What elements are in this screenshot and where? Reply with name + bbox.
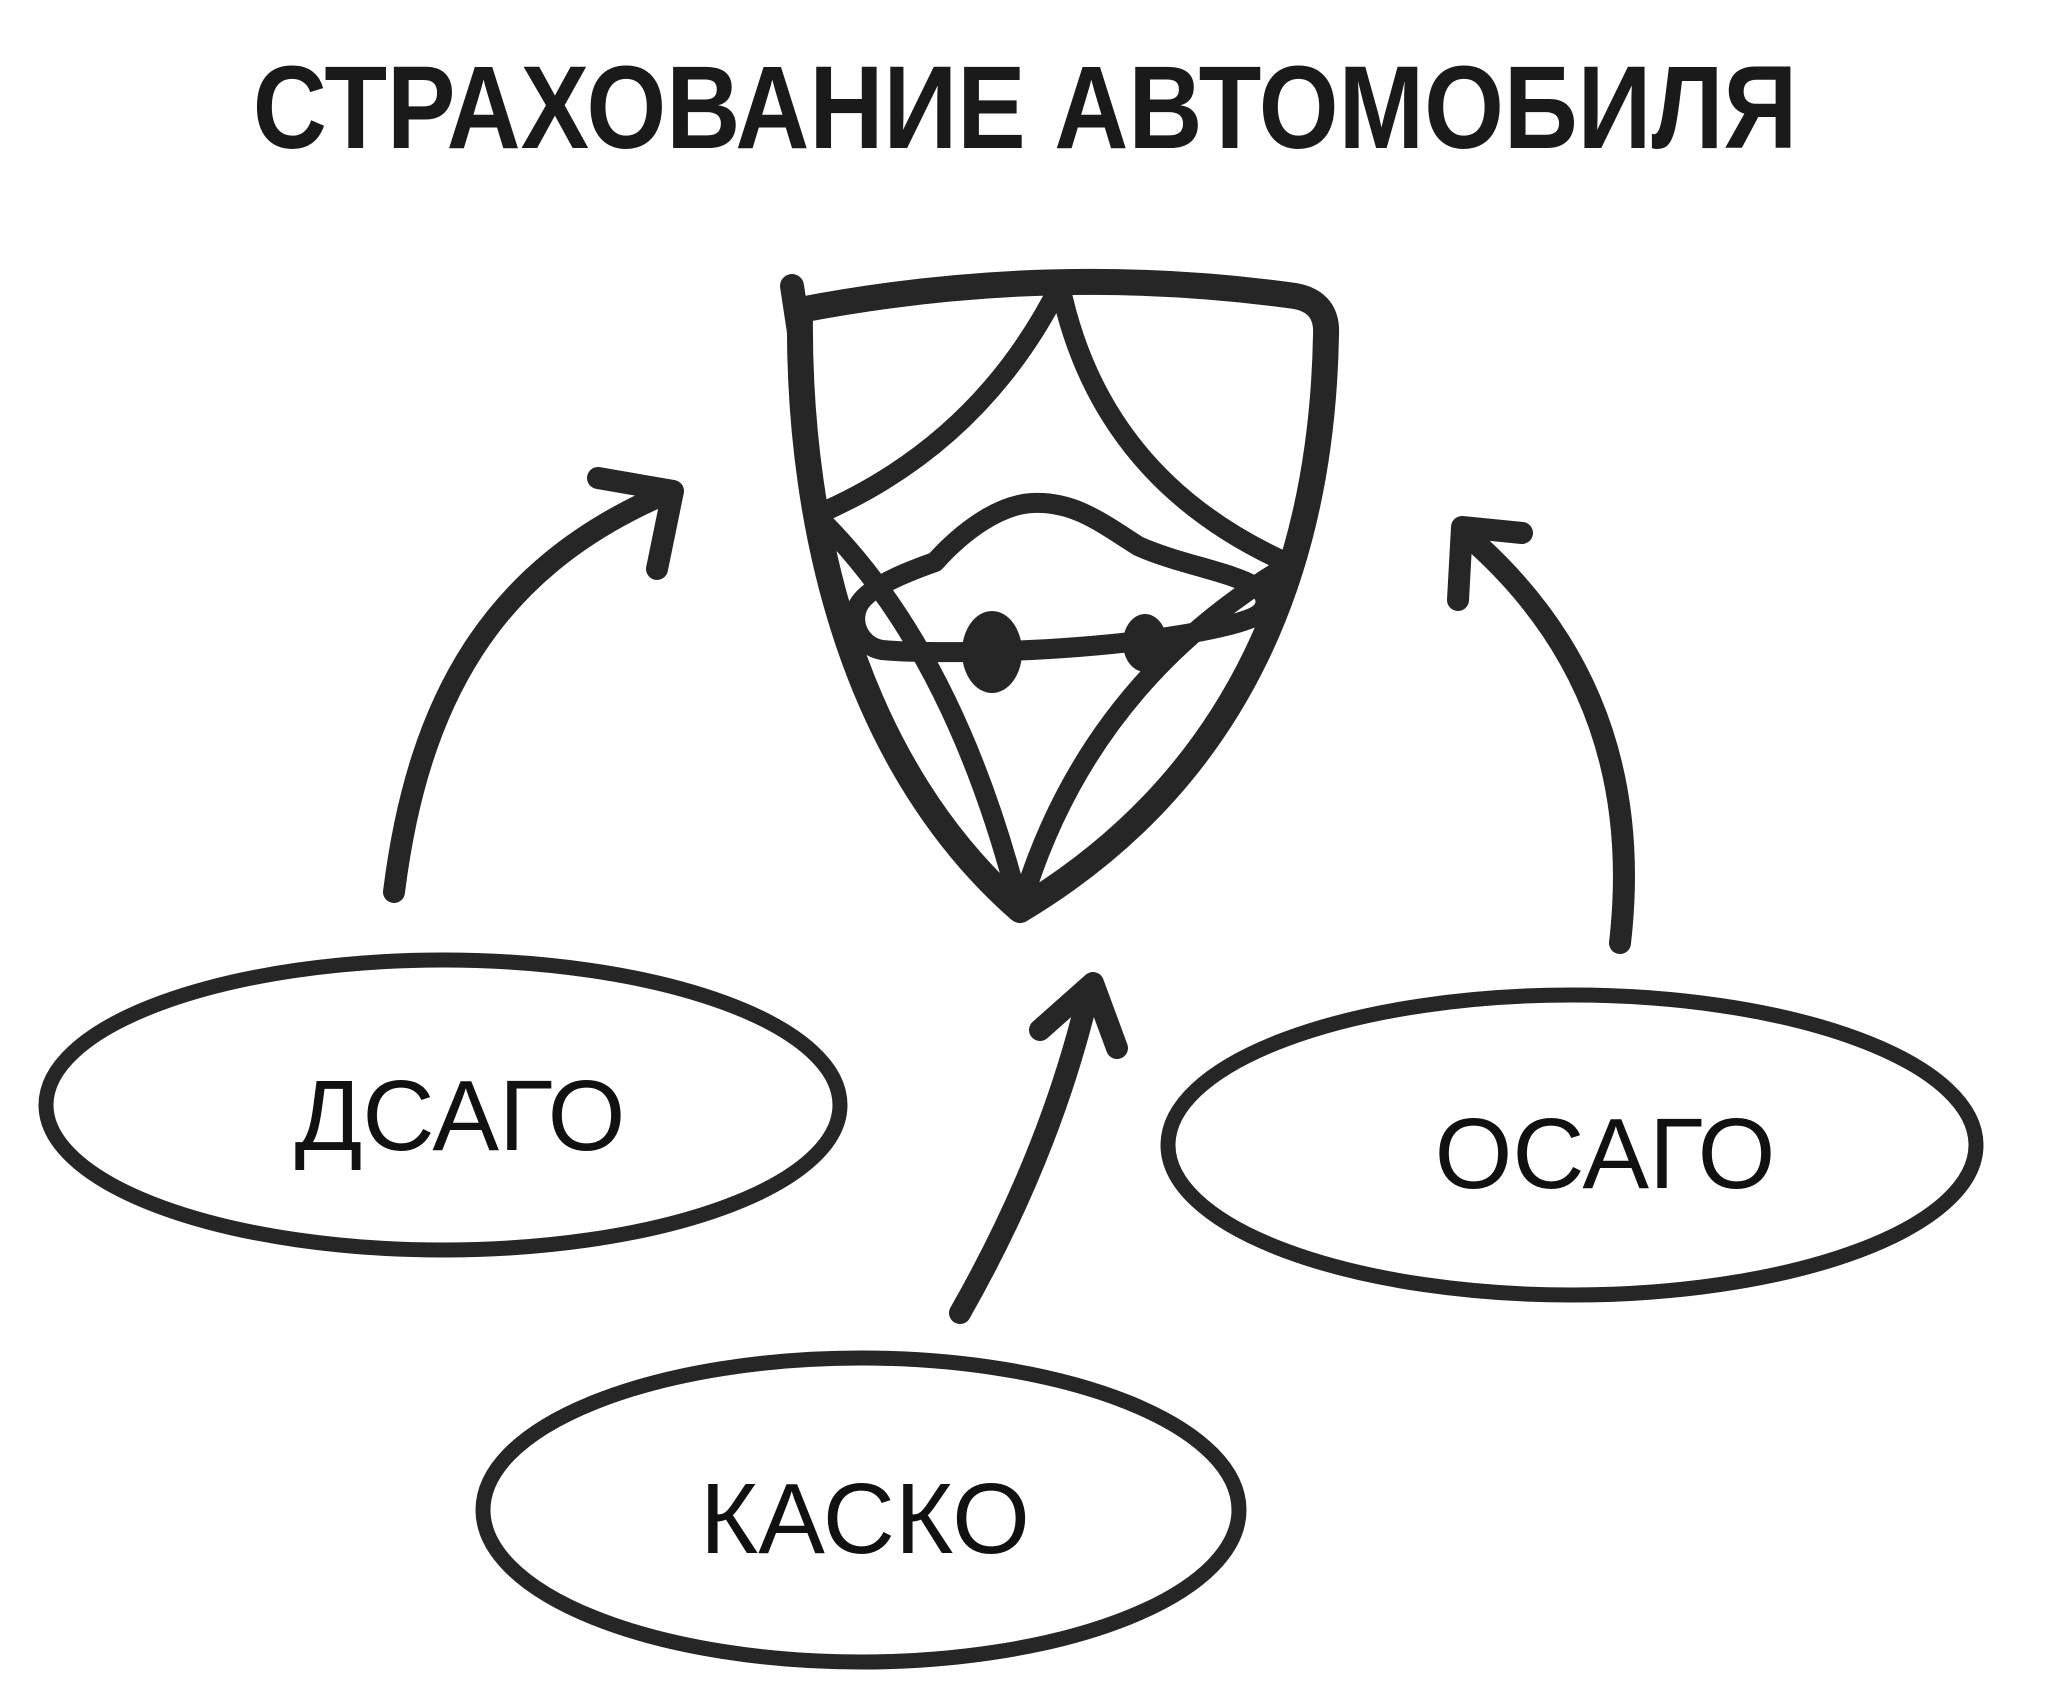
car-front-wheel: [1123, 614, 1167, 672]
arrow-osago-head-icon: [1447, 516, 1533, 611]
arrow-dsago-head-icon: [587, 467, 684, 580]
shield-stroke-nub: [780, 274, 811, 344]
car-icon: [845, 492, 1276, 663]
arrows: [383, 467, 1635, 1324]
node-dsago-label: ДСАГО: [295, 1060, 626, 1172]
arrow-kasko-line: [949, 984, 1099, 1324]
arrow-kasko-head-icon: [1029, 972, 1128, 1059]
arrow-osago-to-shield: [1447, 516, 1635, 954]
node-osago: ОСАГО: [1160, 987, 1984, 1303]
node-kasko-ellipse: [475, 1350, 1247, 1670]
nodes: ДСАГО ОСАГО КАСКО: [38, 952, 1984, 1670]
shield-with-car-icon: [780, 268, 1340, 923]
node-kasko: КАСКО: [475, 1350, 1247, 1670]
shield-star-panel: [806, 275, 1300, 920]
node-dsago-ellipse: [38, 952, 848, 1258]
arrow-kasko-to-shield: [949, 972, 1128, 1324]
page-title-group: СТРАХОВАНИЕ АВТОМОБИЛЯ: [253, 42, 1798, 173]
node-osago-ellipse: [1160, 987, 1984, 1303]
node-osago-label: ОСАГО: [1435, 1098, 1776, 1210]
arrow-osago-line: [1467, 534, 1635, 954]
arrow-dsago-line: [383, 485, 671, 903]
page-title: СТРАХОВАНИЕ АВТОМОБИЛЯ: [253, 42, 1798, 173]
arrow-dsago-to-shield: [383, 467, 684, 903]
node-kasko-label: КАСКО: [700, 1463, 1030, 1575]
car-rear-wheel: [962, 611, 1022, 693]
node-dsago: ДСАГО: [38, 952, 848, 1258]
